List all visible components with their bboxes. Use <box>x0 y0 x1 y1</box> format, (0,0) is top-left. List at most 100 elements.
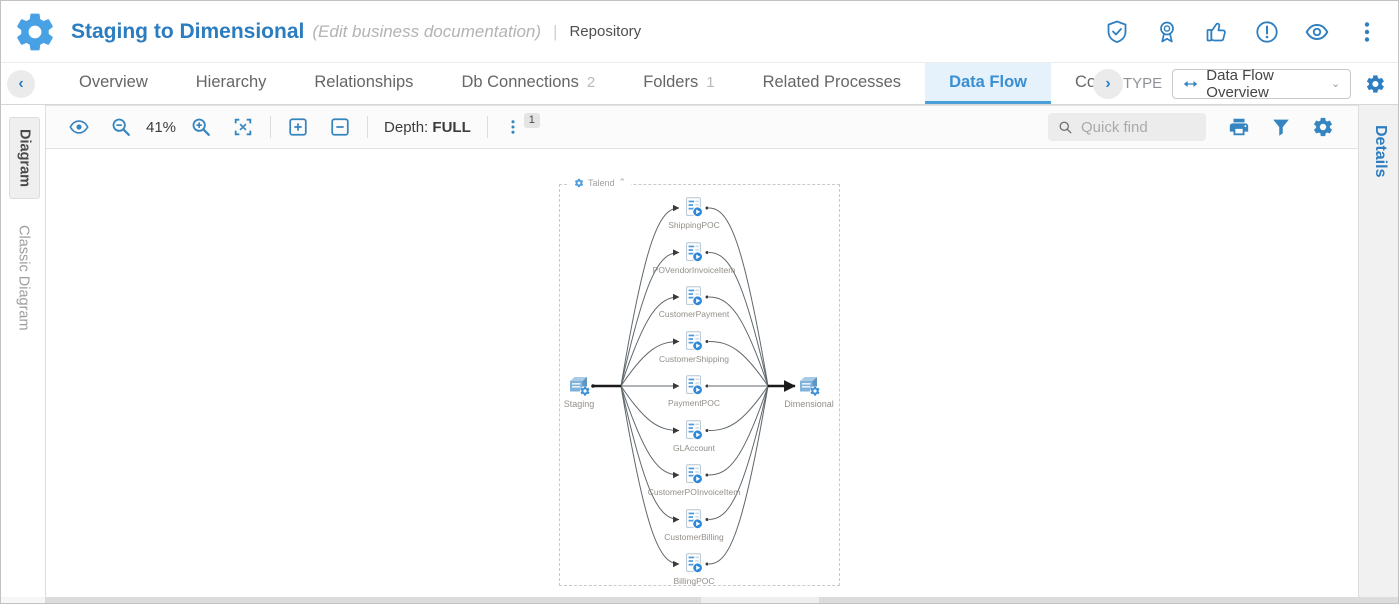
node-label: GLAccount <box>672 442 716 453</box>
app-logo-gear-icon <box>13 10 57 54</box>
diagram-canvas[interactable]: Talend ⌃ Staging Dimensional ShippingPOC… <box>46 149 1358 597</box>
tab-db-connections[interactable]: Db Connections 2 <box>437 63 619 104</box>
tab-diagram[interactable]: Diagram <box>9 117 40 199</box>
node-label: CustomerPayment <box>658 309 730 319</box>
node-label: ShippingPOC <box>668 220 720 230</box>
tab-label: Db Connections <box>461 72 579 91</box>
etl-job-icon <box>686 375 703 396</box>
model-store-icon <box>567 373 591 397</box>
zoom-out-icon[interactable] <box>110 116 132 138</box>
more-menu-icon[interactable] <box>1354 19 1380 45</box>
zoom-level: 41% <box>146 118 177 136</box>
node-label: BillingPOC <box>673 576 715 586</box>
scrollbar-corner <box>1 597 45 603</box>
toolbar-overflow-menu[interactable]: 1 <box>504 113 540 137</box>
settings-gear-icon[interactable] <box>1312 116 1334 138</box>
depth-value: FULL <box>432 118 471 136</box>
search-icon <box>1058 120 1073 135</box>
node-target[interactable]: Dimensional <box>754 373 864 409</box>
tab-settings-gear-icon[interactable] <box>1365 72 1386 96</box>
diagram-type-select[interactable]: Data Flow Overview ⌄ <box>1172 66 1352 101</box>
tab-details[interactable]: Details <box>1372 124 1389 178</box>
etl-job-icon <box>686 464 703 485</box>
filter-icon[interactable] <box>1270 116 1292 138</box>
collapse-chevron-icon[interactable]: ⌃ <box>618 177 627 187</box>
tab-label: Hierarchy <box>195 72 267 91</box>
tab-hierarchy[interactable]: Hierarchy <box>172 63 291 104</box>
etl-job-icon <box>686 286 703 307</box>
depth-setting[interactable]: Depth: FULL <box>384 119 471 136</box>
tabs-scroll-right-button[interactable]: › <box>1093 68 1123 99</box>
collapse-all-icon[interactable] <box>329 116 351 138</box>
tab-relationships[interactable]: Relationships <box>290 63 437 104</box>
talend-gear-icon <box>574 178 584 188</box>
alert-circle-icon[interactable] <box>1254 19 1280 45</box>
node-process[interactable]: CustomerBilling <box>629 509 759 542</box>
tab-cor[interactable]: Cor <box>1051 63 1097 104</box>
node-process[interactable]: ShippingPOC <box>629 197 759 230</box>
node-label: CustomerShipping <box>659 353 729 364</box>
left-right-arrows-icon <box>1183 77 1198 91</box>
etl-job-icon <box>686 509 703 530</box>
diagram-type-value: Data Flow Overview <box>1206 66 1274 101</box>
chevron-down-icon: ⌄ <box>1331 78 1341 90</box>
diagram-type-group: TYPE Data Flow Overview ⌄ <box>1123 63 1398 104</box>
etl-job-icon <box>686 331 703 352</box>
tab-classic-diagram[interactable]: Classic Diagram <box>15 224 32 331</box>
quick-find-box[interactable] <box>1048 113 1206 141</box>
overflow-dots-icon <box>504 117 522 137</box>
zoom-in-icon[interactable] <box>190 116 212 138</box>
print-icon[interactable] <box>1228 116 1250 138</box>
shield-check-icon[interactable] <box>1104 19 1130 45</box>
quick-find-input[interactable] <box>1081 118 1191 136</box>
model-store-icon <box>797 373 821 397</box>
talend-group-header: Talend ⌃ <box>569 177 632 188</box>
tabs-scroll-left-button[interactable]: ‹ <box>7 69 35 98</box>
tab-count-badge: 1 <box>706 73 715 91</box>
left-panel-strip: Diagram Classic Diagram <box>1 105 46 597</box>
node-label: CustomerPOInvoiceItem <box>647 487 741 497</box>
node-label: Dimensional <box>784 399 834 409</box>
node-process[interactable]: PaymentPOC <box>629 375 759 408</box>
tab-label: Overview <box>79 72 148 91</box>
overflow-count-badge: 1 <box>523 113 540 128</box>
expand-all-icon[interactable] <box>287 116 309 138</box>
type-label: TYPE <box>1123 75 1163 92</box>
watchers-eye-icon[interactable] <box>1304 19 1330 45</box>
etl-job-icon <box>686 197 703 218</box>
scrollbar-thumb[interactable] <box>701 597 819 603</box>
edit-business-documentation-link[interactable]: (Edit business documentation) <box>312 21 542 41</box>
header: Staging to Dimensional (Edit business do… <box>1 1 1398 63</box>
repository-breadcrumb[interactable]: Repository <box>569 23 642 40</box>
node-label: Staging <box>563 399 595 409</box>
tab-data-flow[interactable]: Data Flow <box>925 63 1051 104</box>
thumbs-up-icon[interactable] <box>1204 19 1230 45</box>
tab-label: Data Flow <box>949 72 1027 91</box>
node-process[interactable]: CustomerPayment <box>629 286 759 319</box>
node-label: CustomerBilling <box>664 531 724 542</box>
node-process[interactable]: POVendorInvoiceItem <box>629 242 759 275</box>
node-process[interactable]: GLAccount <box>629 420 759 453</box>
certification-ribbon-icon[interactable] <box>1154 19 1180 45</box>
header-divider: | <box>553 21 558 41</box>
visibility-eye-icon[interactable] <box>68 116 90 138</box>
etl-job-icon <box>686 242 703 263</box>
tab-overview[interactable]: Overview <box>55 63 172 104</box>
tab-related-processes[interactable]: Related Processes <box>739 63 926 104</box>
node-source[interactable]: Staging <box>524 373 634 409</box>
node-process[interactable]: BillingPOC <box>629 553 759 586</box>
diagram-toolbar: 41% Depth: FULL 1 <box>46 105 1358 149</box>
tab-count-badge: 2 <box>586 73 596 91</box>
talend-group-name: Talend <box>588 177 615 188</box>
fit-to-screen-icon[interactable] <box>232 116 254 138</box>
data-flow-edges <box>591 204 796 568</box>
node-process[interactable]: CustomerShipping <box>629 331 759 364</box>
horizontal-scrollbar[interactable] <box>1 597 1398 603</box>
node-process[interactable]: CustomerPOInvoiceItem <box>629 464 759 497</box>
talend-group-container[interactable]: Talend ⌃ <box>559 177 840 586</box>
etl-job-icon <box>686 420 703 441</box>
